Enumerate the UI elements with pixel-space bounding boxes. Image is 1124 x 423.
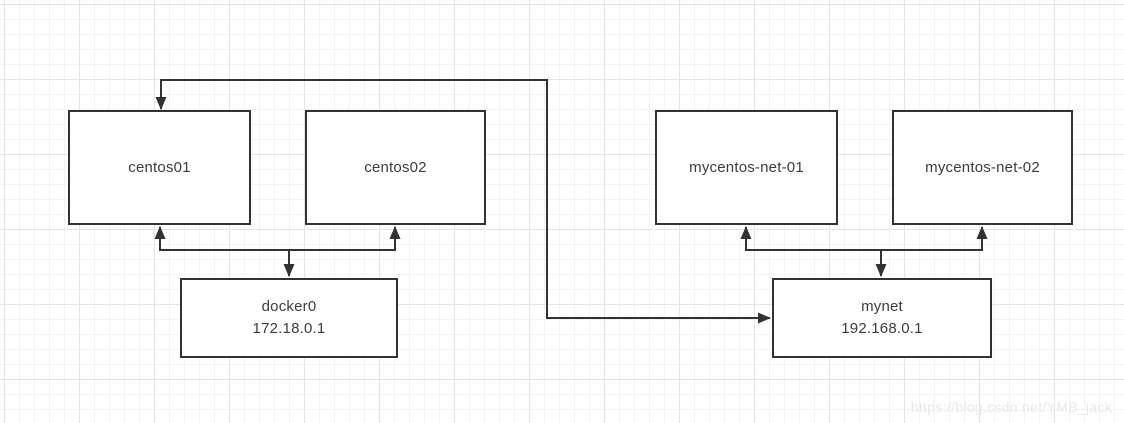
node-centos02: centos02 — [305, 110, 486, 225]
node-centos02-label: centos02 — [364, 158, 427, 176]
node-docker0-label: docker0 — [261, 298, 317, 315]
node-mynet-label: mynet — [861, 298, 903, 315]
edge-docker0-centos01 — [154, 226, 289, 251]
edge-centos01-mynet-upper — [155, 79, 547, 110]
edge-mynet-mycentos02 — [881, 226, 988, 251]
node-mycentos-net-01-label: mycentos-net-01 — [689, 158, 804, 176]
node-mycentos-net-01: mycentos-net-01 — [655, 110, 838, 225]
watermark: https://blog.csdn.net/YMB_jack — [910, 399, 1112, 415]
node-mynet: mynet 192.168.0.1 — [772, 278, 992, 358]
node-centos01-label: centos01 — [128, 158, 191, 176]
edge-docker0-centos02 — [289, 226, 401, 251]
node-docker0: docker0 172.18.0.1 — [180, 278, 398, 358]
node-mycentos-net-02: mycentos-net-02 — [892, 110, 1073, 225]
edge-mynet-mycentos01 — [740, 226, 881, 251]
node-mynet-ip: 192.168.0.1 — [841, 320, 923, 337]
node-docker0-ip: 172.18.0.1 — [252, 320, 326, 337]
node-centos01: centos01 — [68, 110, 251, 225]
node-mycentos-net-02-label: mycentos-net-02 — [925, 158, 1040, 176]
